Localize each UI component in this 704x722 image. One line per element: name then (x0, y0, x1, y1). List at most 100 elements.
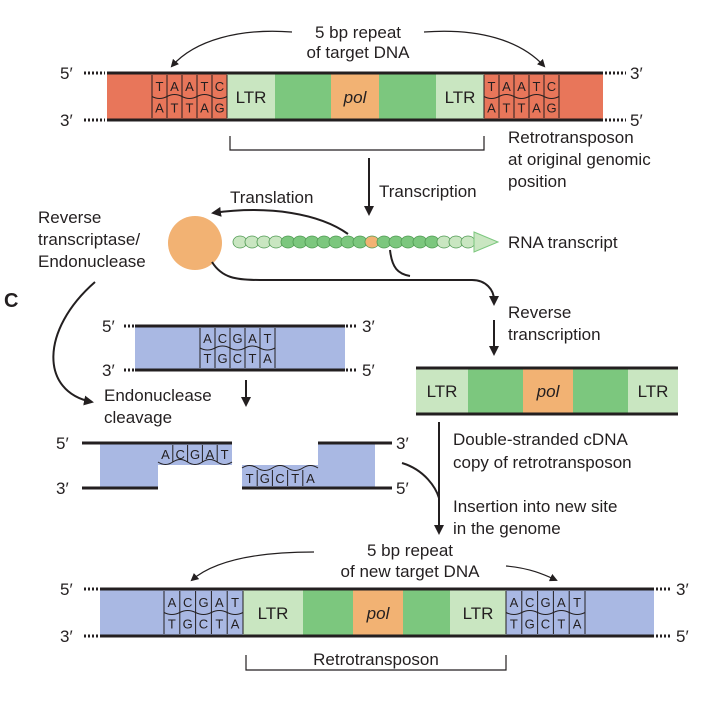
transcription-step: Transcription (364, 158, 477, 216)
translation-arrow (211, 206, 349, 235)
cut-bottom-base: A (306, 471, 315, 486)
bottom-left-repeat-top-base: A (215, 595, 224, 610)
bottom-right-repeat-bottom-base: T (510, 616, 518, 631)
top-right-repeat-bottom-base: G (546, 100, 556, 115)
cleavage-line1: Endonuclease (104, 386, 212, 405)
bottom-left-repeat-bottom-base: T (215, 616, 223, 631)
top-target-dna-left (107, 73, 152, 120)
top-right-repeat-bottom-base: A (532, 100, 541, 115)
cdna-pol-label: pol (536, 382, 561, 401)
cdna-green-right (573, 368, 628, 414)
top-repeat-label-line2: of target DNA (307, 43, 411, 62)
bottom-repeat-left-bg (164, 589, 243, 636)
cut-label-5-right: 5′ (396, 479, 409, 498)
bottom-right-repeat-bottom-base: T (557, 616, 565, 631)
enzyme-label-line3: Endonuclease (38, 252, 146, 271)
target-site-dna (135, 326, 345, 370)
top-pol (331, 73, 379, 120)
top-ltr-right-label: LTR (445, 88, 476, 107)
top-left-repeat-bottom-base: G (214, 100, 224, 115)
cut-label-3-right: 3′ (396, 434, 409, 453)
bottom-green-left (303, 589, 353, 636)
top-right-repeat-top-base: T (488, 79, 496, 94)
bottom-label-5-right: 5′ (676, 627, 689, 646)
bottom-right-repeat-bottom-base: A (573, 616, 582, 631)
cut-top-base: A (205, 447, 214, 462)
bottom-caption: Retrotransposon (313, 650, 439, 669)
target-site-top-base: A (248, 331, 257, 346)
bottom-left-repeat-top-base: T (231, 595, 239, 610)
top-repeat-left-bg (152, 73, 227, 120)
rna-arrowhead (473, 231, 500, 253)
cut-bottom-base: T (291, 471, 299, 486)
top-right-repeat-bottom-base: T (518, 100, 526, 115)
target-site-bottom-base: A (263, 351, 272, 366)
top-left-repeat-pairing-line (151, 94, 228, 99)
top-right-repeat-top-base: A (502, 79, 511, 94)
bottom-left-repeat-bottom-base: C (199, 616, 208, 631)
cut-bottom-overhang-edge (241, 465, 319, 471)
top-repeat-label-line1: 5 bp repeat (315, 23, 401, 42)
cdna-caption-line2: copy of retrotransposon (453, 453, 632, 472)
cdna-ltr-right (628, 368, 678, 414)
cleavage-line2: cleavage (104, 408, 172, 427)
bottom-right-repeat-top-base: T (573, 595, 581, 610)
bottom-right-repeat-top-base: C (525, 595, 534, 610)
top-label-5-left: 5′ (60, 64, 73, 83)
cdna-copy: LTR pol LTR Double-stranded cDNA copy of… (416, 366, 678, 538)
cut-left-fragment (100, 443, 232, 488)
cut-top-base: A (161, 447, 170, 462)
bottom-ltr-left (243, 589, 303, 636)
bottom-green-right (403, 589, 450, 636)
rna-to-reverse-transcription-line (389, 249, 411, 277)
bottom-ltr-left-label: LTR (258, 604, 289, 623)
cdna-ltr-left-label: LTR (427, 382, 458, 401)
cut-bottom-base: T (246, 471, 254, 486)
top-pol-label: pol (343, 88, 368, 107)
bottom-right-repeat-pairing-line (505, 610, 586, 615)
bottom-bracket (245, 655, 507, 671)
enzyme-to-cleavage-arrow (52, 281, 96, 406)
enzyme-label-line1: Reverse (38, 208, 101, 227)
rna-segment (460, 235, 476, 249)
transcription-label: Transcription (379, 182, 477, 201)
top-repeat-arrow-left (170, 30, 293, 68)
cut-top-base: C (176, 447, 185, 462)
target-label-5-left: 5′ (102, 317, 115, 336)
top-ltr-left (227, 73, 275, 120)
top-right-repeat-top-base: C (547, 79, 556, 94)
bottom-label-3-right: 3′ (676, 580, 689, 599)
bottom-right-repeat-top-base: A (557, 595, 566, 610)
target-site-bottom-base: C (233, 351, 242, 366)
cut-label-5-left: 5′ (56, 434, 69, 453)
target-site-bottom-base: G (217, 351, 227, 366)
enzyme-label-line2: transcriptase/ (38, 230, 140, 249)
target-site-top-base: C (218, 331, 227, 346)
top-right-repeat-top-base: T (533, 79, 541, 94)
top-caption-line3: position (508, 172, 567, 191)
target-label-5-right: 5′ (362, 361, 375, 380)
bottom-element: 5 bp repeat of new target DNA LTR pol LT… (60, 541, 689, 671)
insertion-line2: in the genome (453, 519, 561, 538)
bottom-label-3-left: 3′ (60, 627, 73, 646)
cut-bottom-base: C (275, 471, 284, 486)
target-site-bottom-base: T (249, 351, 257, 366)
cut-bottom-base: G (260, 471, 270, 486)
bottom-left-repeat-top-base: G (198, 595, 208, 610)
top-label-3-right: 3′ (630, 64, 643, 83)
top-element: 5 bp repeat of target DNA LTR pol LTR TA… (60, 23, 651, 191)
reverse-transcription-line1: Reverse (508, 303, 571, 322)
bottom-pol (353, 589, 403, 636)
bottom-target-dna-left (100, 589, 165, 636)
cut-top-overhang-edge (157, 459, 233, 465)
target-site-top-base: T (264, 331, 272, 346)
top-green-left (275, 73, 331, 120)
bottom-left-repeat-pairing-line (163, 610, 244, 615)
top-right-repeat-pairing-line (483, 94, 560, 99)
bottom-left-repeat-bottom-base: T (168, 616, 176, 631)
